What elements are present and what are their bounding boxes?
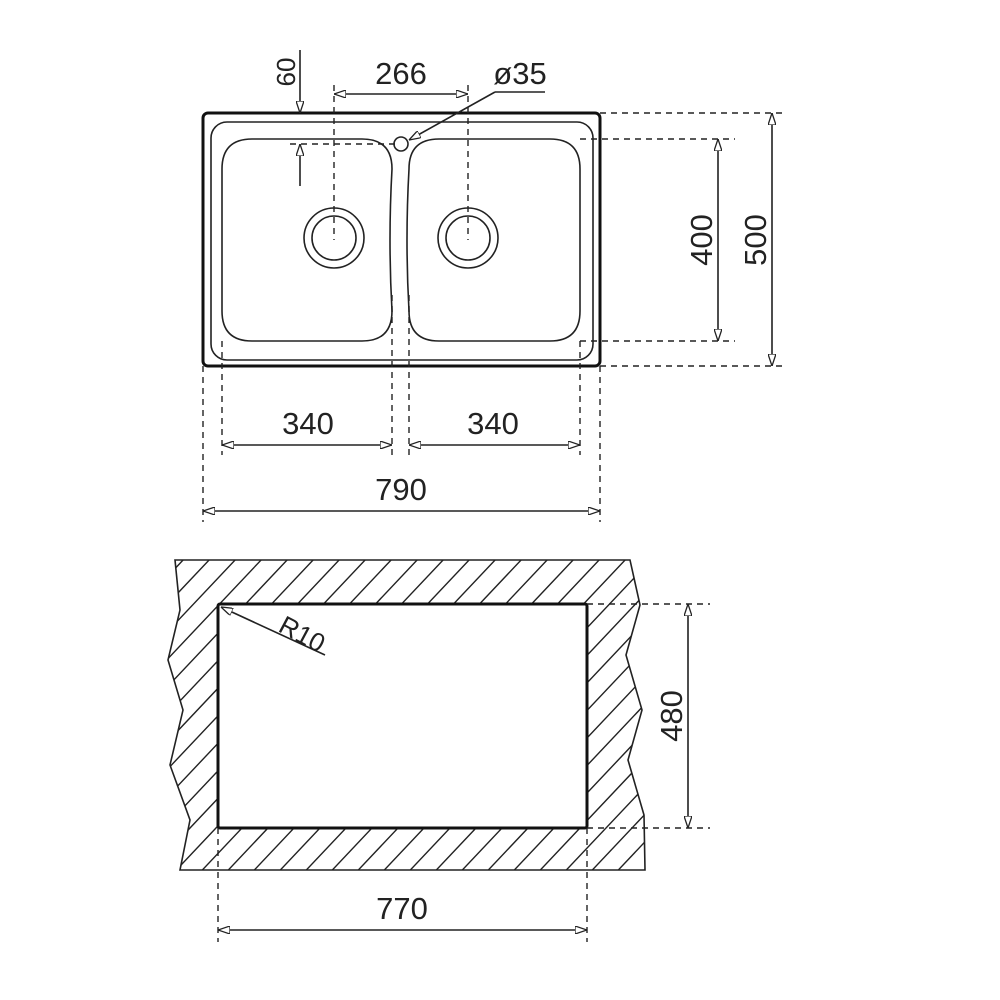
hatch-line xyxy=(168,560,359,870)
hatch-line xyxy=(850,540,1000,900)
hatch-line xyxy=(798,540,1000,900)
hatch-line xyxy=(168,560,385,870)
hatch-line xyxy=(772,540,1000,900)
cutout-view: R10 480 770 xyxy=(0,540,1000,942)
hatch-line xyxy=(168,560,177,870)
tap-hole xyxy=(393,136,409,152)
dim-tap-hole: ø35 xyxy=(493,56,546,91)
dim-bowl-depth: 400 xyxy=(684,214,719,266)
hatch-line xyxy=(168,560,229,870)
hatch-line xyxy=(563,560,645,870)
cutout-opening xyxy=(216,602,589,830)
right-bowl xyxy=(406,138,581,342)
hatch-line xyxy=(589,560,645,870)
left-drain-icon xyxy=(311,215,357,261)
dim-drain-spacing: 266 xyxy=(375,56,427,91)
sink-rim xyxy=(210,121,594,361)
hatch-line xyxy=(168,560,255,870)
hatch-line xyxy=(485,560,645,870)
dim-overall-depth: 500 xyxy=(738,214,773,266)
hatch-line xyxy=(668,540,1000,900)
leader-corner-radius xyxy=(221,607,326,656)
hatch-line xyxy=(0,540,150,900)
countertop-outline xyxy=(167,559,646,871)
hatch-line xyxy=(168,560,203,870)
right-drain-icon xyxy=(445,215,491,261)
hatch-line xyxy=(168,560,307,870)
dim-cutout-width: 770 xyxy=(376,891,428,926)
hatch-line xyxy=(459,560,645,870)
hatch-line xyxy=(641,560,645,870)
dim-cutout-depth: 480 xyxy=(654,690,689,742)
hatch-line xyxy=(168,560,281,870)
hatch-line xyxy=(537,560,645,870)
sink-outline xyxy=(201,111,602,368)
sink-top-view: 266 ø35 60 400 500 340 340 790 xyxy=(201,50,785,522)
left-bowl xyxy=(221,138,393,342)
dim-right-bowl: 340 xyxy=(467,406,519,441)
dim-tap-offset: 60 xyxy=(271,58,301,87)
dim-overall-width: 790 xyxy=(375,472,427,507)
hatch-line xyxy=(694,540,1000,900)
dim-left-bowl: 340 xyxy=(282,406,334,441)
hatch-line xyxy=(824,540,1000,900)
leader-tap-hole xyxy=(409,91,496,140)
hatch-line xyxy=(433,560,645,870)
hatch-line xyxy=(746,540,1000,900)
hatch-line xyxy=(720,540,1000,900)
hatch-line xyxy=(511,560,645,870)
hatch-line xyxy=(168,560,333,870)
